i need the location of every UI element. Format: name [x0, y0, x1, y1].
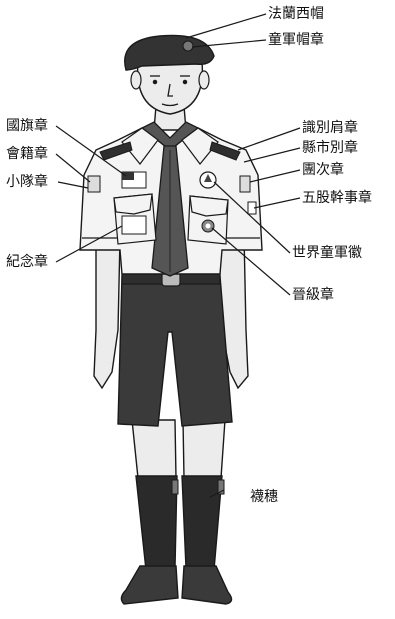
- label-membership-badge: 會籍章: [6, 146, 48, 162]
- label-commemorative-badge: 紀念章: [6, 254, 48, 270]
- leader-lines: [55, 13, 301, 498]
- label-county-badge: 縣市別章: [302, 140, 358, 156]
- socks: [135, 475, 223, 571]
- collars: [121, 127, 219, 165]
- world-scout-badge: [199, 171, 217, 189]
- face: [136, 61, 204, 115]
- garter-tabs: [171, 479, 225, 495]
- label-world-badge: 世界童軍徽: [292, 245, 362, 261]
- rank-badge: [201, 219, 215, 233]
- facial-features: [150, 75, 190, 107]
- membership-badge: [87, 175, 101, 193]
- label-cap-badge: 童軍帽章: [268, 32, 324, 48]
- label-garter-tabs: 襪穗: [250, 489, 278, 505]
- beret: [124, 34, 215, 71]
- legs: [131, 419, 226, 479]
- label-troop-number: 團次章: [302, 162, 344, 178]
- shorts: [117, 275, 233, 427]
- troop-number-badge: [239, 175, 251, 193]
- label-beret: 法蘭西帽: [268, 6, 324, 22]
- flag-badge: [121, 171, 147, 189]
- label-shoulder-id: 識別肩章: [302, 120, 358, 136]
- label-flag-badge: 國旗章: [6, 118, 48, 134]
- epaulettes: [99, 141, 241, 161]
- cap-badge: [182, 40, 194, 52]
- label-patrol-badge: 小隊章: [6, 174, 48, 190]
- label-five-strand: 五股幹事章: [302, 190, 372, 206]
- commemorative-badge: [121, 215, 147, 235]
- shoes: [120, 565, 233, 605]
- neckerchief: [140, 121, 200, 277]
- ears: [130, 70, 210, 90]
- label-rank-badge: 晉級章: [292, 287, 334, 303]
